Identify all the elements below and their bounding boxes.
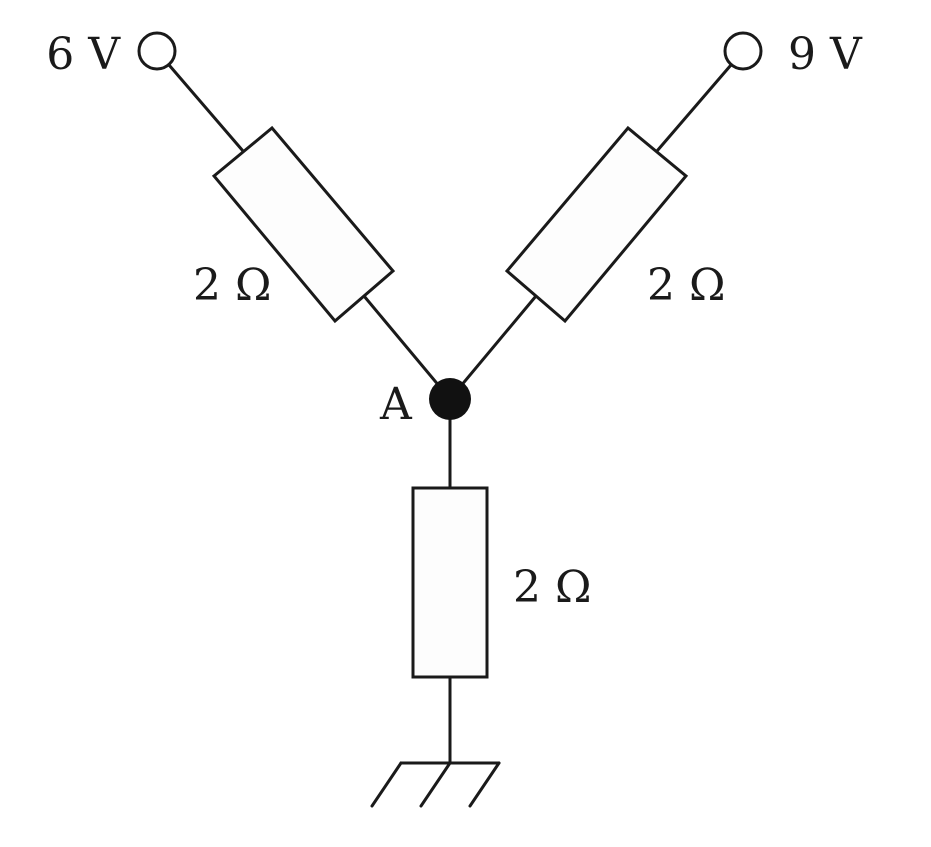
node-label: A xyxy=(379,379,413,430)
left-resistor-label: 2 Ω xyxy=(193,260,271,311)
right-voltage-label: 9 V xyxy=(788,29,863,80)
wire-left-bottom xyxy=(362,294,452,401)
ground-symbol xyxy=(370,761,501,808)
resistor-right xyxy=(504,125,689,324)
terminal-left xyxy=(137,31,177,71)
wire-right-top xyxy=(655,49,745,153)
wire-right-bottom xyxy=(448,294,538,401)
resistor-left xyxy=(211,125,396,324)
terminal-right xyxy=(723,31,763,71)
wire-left-top xyxy=(155,49,245,153)
right-resistor-label: 2 Ω xyxy=(647,260,725,311)
left-voltage-label: 6 V xyxy=(46,29,121,80)
bottom-resistor-label: 2 Ω xyxy=(513,562,591,613)
resistor-bottom xyxy=(411,486,489,679)
junction-node xyxy=(429,378,471,420)
